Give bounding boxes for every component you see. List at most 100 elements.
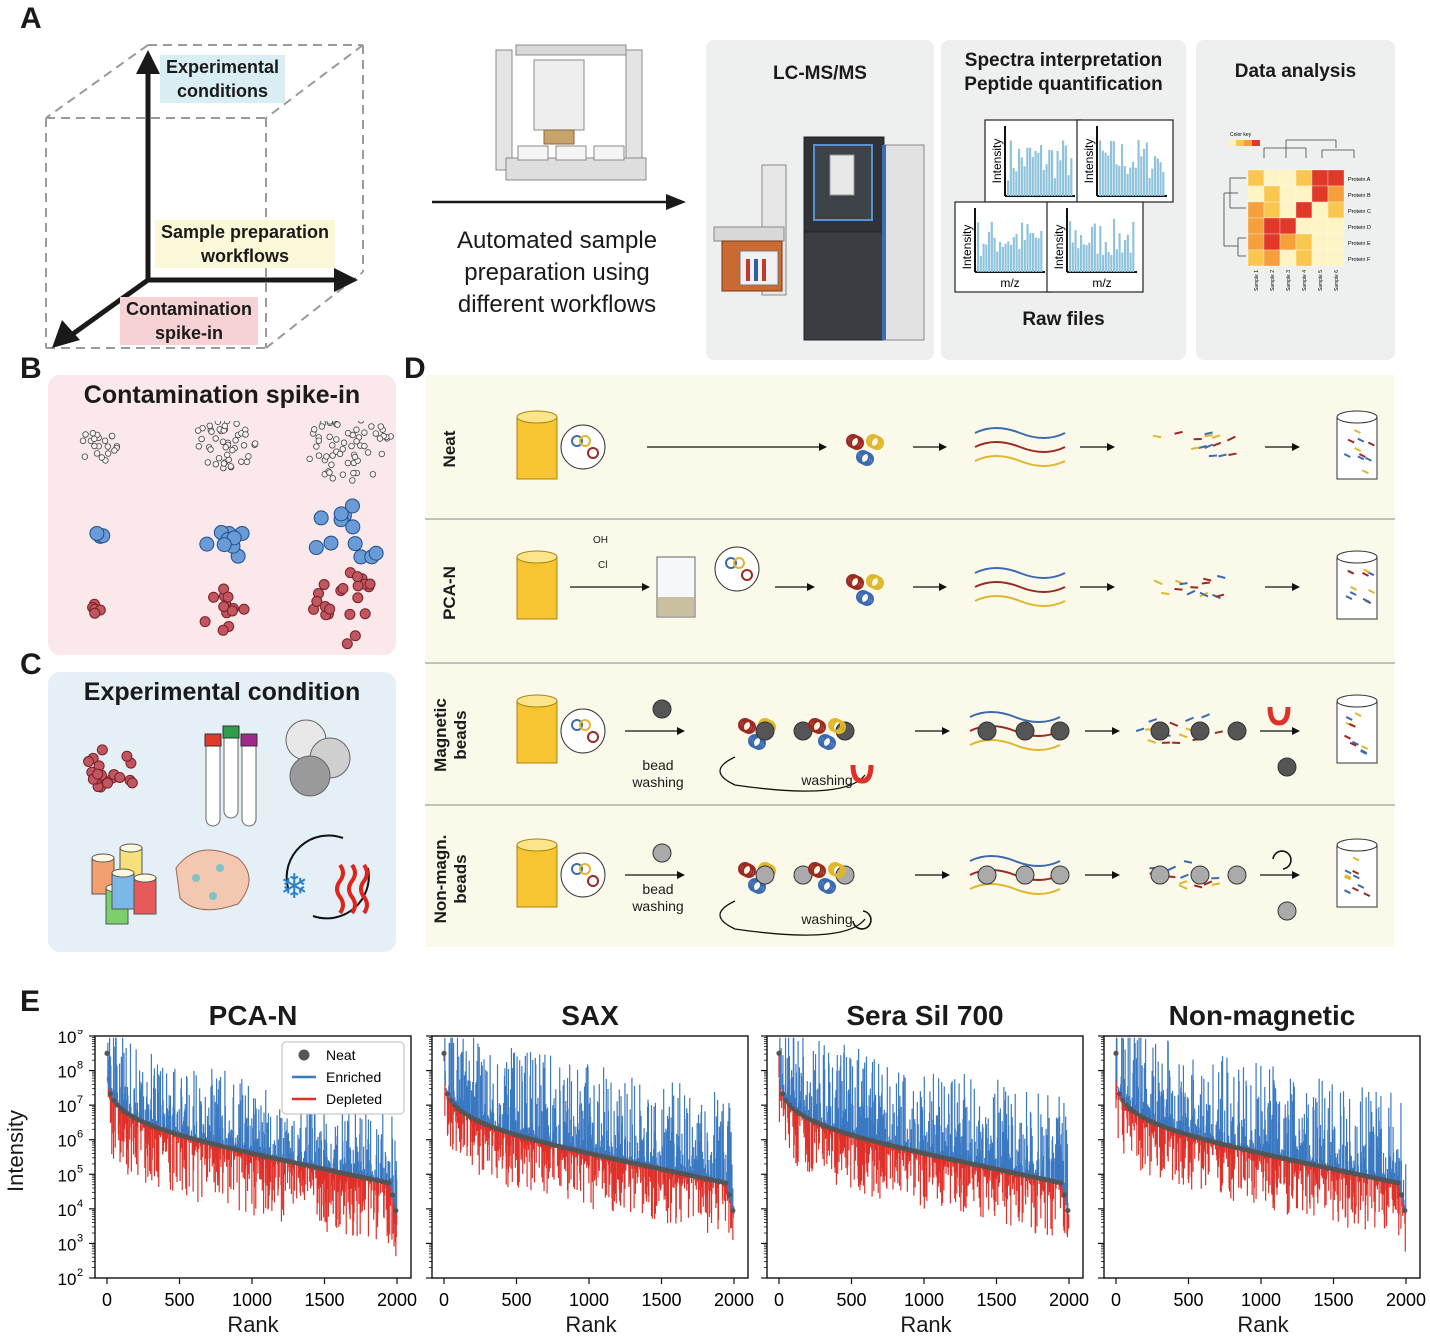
spectrum-peak (1159, 162, 1162, 196)
data-analysis-title: Data analysis (1234, 61, 1357, 82)
spectrum-peak (1034, 237, 1037, 272)
centrifuge-icon (1272, 850, 1292, 870)
peptide-fragment (1218, 453, 1227, 458)
peptide-fragment (1361, 469, 1369, 475)
protein-particle (326, 469, 333, 476)
protein-particle (323, 453, 330, 460)
y-tick-label: 10 (58, 1235, 77, 1254)
spectrum-peak (1070, 158, 1073, 196)
protein-coil (822, 880, 836, 894)
spectrum-peak (1074, 230, 1077, 272)
spectra-title: Spectra interpretation Peptide quantific… (964, 50, 1163, 95)
peptide-fragment (1353, 429, 1361, 434)
spectrum-peak (1115, 164, 1118, 196)
sample-cylinder-top (91, 853, 115, 863)
peptide-fragment (1350, 585, 1357, 591)
flow-arrowhead (942, 727, 950, 735)
heatmap-cell (1327, 185, 1345, 203)
protein-coil (870, 576, 884, 590)
red-blood-cell-icon (83, 755, 95, 767)
sample-tube-top (516, 694, 558, 708)
spectrum-y-label: Intensity (1082, 139, 1096, 184)
neat-point (386, 1180, 392, 1186)
neat-point (114, 1102, 121, 1108)
peptide-fragment (1179, 582, 1188, 586)
spectrum-peak (1102, 254, 1105, 272)
color-key-swatch (1228, 140, 1236, 146)
spectrum-y-label: Intensity (960, 225, 974, 270)
y-tick-label: 10 (58, 1030, 77, 1047)
heatmap-cell (1295, 169, 1313, 187)
spectrum-peak (977, 222, 980, 272)
peptide-fragment (1214, 730, 1224, 735)
protein-particle (318, 423, 326, 430)
neat-point (726, 1192, 732, 1198)
protein-particle (214, 421, 222, 425)
centrifuge-icon (852, 910, 872, 930)
heatmap-cell (1247, 185, 1265, 203)
blue-cell-particle (313, 510, 329, 526)
heatmap-cell (1311, 217, 1329, 235)
spectrum-peak (1001, 246, 1004, 272)
design-cube-diagram (45, 44, 364, 349)
red-blood-cell-icon (102, 777, 114, 789)
spectrum-peak (1099, 225, 1102, 272)
protein-particle (108, 432, 116, 440)
protein-particle (104, 443, 112, 450)
sample-cylinder-icon (111, 872, 135, 910)
spectrum-peak (1056, 150, 1059, 196)
panel-letter-c: C (20, 648, 42, 681)
spectrum-peak (1085, 245, 1088, 272)
protein-particle (224, 451, 231, 459)
peptide-fragment (1345, 716, 1353, 721)
sample-cylinder-top (133, 873, 157, 883)
protein-particle (98, 454, 106, 461)
protein-coil (587, 731, 599, 743)
red-cell-particle (349, 630, 361, 642)
protein-coil (579, 435, 591, 447)
peptide-fragment (1215, 593, 1225, 598)
heatmap-cell (1279, 217, 1297, 235)
x-tick-label: 2000 (377, 1290, 417, 1310)
y-tick-exponent: 2 (77, 1267, 83, 1279)
test-tube-icon (241, 735, 257, 827)
spectrum-peak (1115, 249, 1118, 272)
spectrum-peak (1088, 242, 1091, 272)
peptide-fragment (1147, 739, 1157, 744)
protein-label: Protein D (1348, 225, 1371, 231)
spectrum-peak (1040, 145, 1043, 196)
protein-particle (315, 437, 322, 444)
spectrum-y-label: Intensity (990, 139, 1004, 184)
peptide-fragment (1174, 587, 1183, 591)
protein-particle (243, 458, 251, 466)
protein-coil (850, 436, 864, 450)
protein-particle (251, 440, 259, 447)
heat-wave-icon (335, 863, 345, 915)
protein-particle (222, 444, 229, 451)
spectrum-peak (1099, 140, 1102, 196)
denatured-protein (974, 441, 1066, 453)
protein-coil (850, 576, 864, 590)
protein-coil (822, 736, 836, 750)
digest-vial-icon (1336, 416, 1378, 480)
protein-particle (195, 443, 203, 450)
peptide-fragment (1204, 434, 1213, 438)
protein-particle (306, 455, 313, 463)
neat-point (393, 1207, 399, 1214)
y-tick-label: 10 (58, 1166, 77, 1185)
heatmap-cell (1247, 201, 1265, 219)
peptide-fragment (1201, 713, 1211, 719)
heatmap-cell (1311, 169, 1329, 187)
chart-title-pca-n: PCA-N (208, 1000, 298, 1031)
digest-vial-top (1336, 410, 1378, 424)
sample-tube-icon (516, 844, 558, 908)
peptide-fragment (1185, 716, 1194, 722)
spectrum-peak (1154, 156, 1157, 196)
spectrum-peak (1096, 253, 1099, 272)
peptide-fragment (1178, 733, 1188, 739)
peptide-fragment (1362, 571, 1369, 577)
x-tick-label: 1000 (232, 1290, 272, 1310)
protein-particle (93, 450, 101, 457)
bead (1277, 901, 1297, 921)
